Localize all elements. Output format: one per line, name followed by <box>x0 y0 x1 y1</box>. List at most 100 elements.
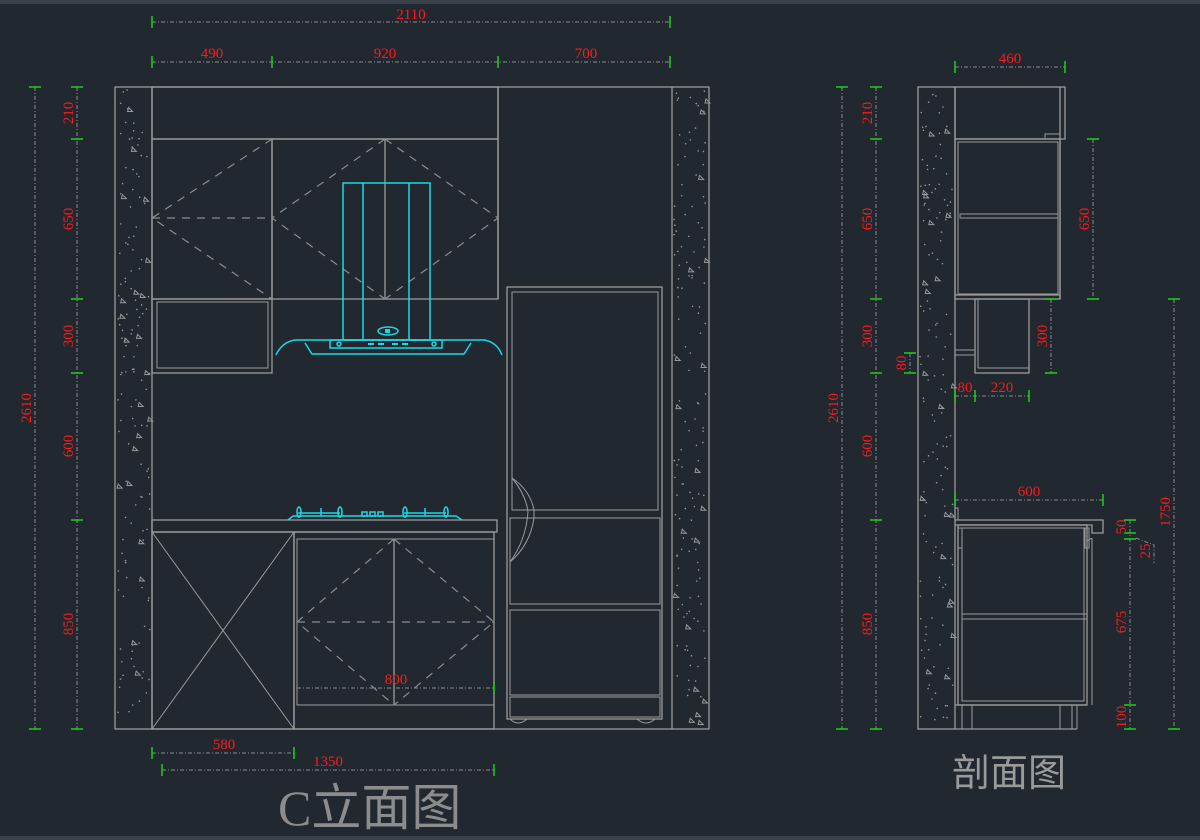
hatch-dot <box>925 633 927 636</box>
hatch-dot <box>703 282 706 284</box>
hatch-dot <box>935 95 937 97</box>
hatch-mark <box>943 673 951 680</box>
hatch-dot <box>703 630 705 632</box>
hatch-dot <box>120 419 122 422</box>
hatch-dot <box>130 522 132 524</box>
dim-label: 600 <box>61 435 77 458</box>
hatch-dot <box>148 678 150 681</box>
hatch-dot <box>677 318 680 320</box>
hatch-dot <box>134 504 137 506</box>
hatch-dot <box>137 324 139 327</box>
hatch-dot <box>928 183 931 186</box>
hatch-dot <box>922 397 925 400</box>
hatch-dot <box>680 548 683 551</box>
hatch-dot <box>142 529 144 532</box>
hatch-dot <box>123 355 125 358</box>
hatch-dot <box>121 337 123 339</box>
hatch-dot <box>919 715 922 718</box>
hatch-dot <box>125 371 127 373</box>
concrete-wall-right <box>671 87 712 729</box>
hatch-dot <box>931 252 934 254</box>
hatch-dot <box>122 538 124 541</box>
hatch-dot <box>936 443 939 445</box>
hatch-dot <box>677 567 680 569</box>
hatch-mark <box>687 266 695 273</box>
hatch-dot <box>697 665 699 668</box>
hatch-dot <box>684 345 687 348</box>
hatch-dot <box>924 184 927 187</box>
hatch-dot <box>140 258 143 261</box>
hatch-dot <box>924 639 926 642</box>
dim-label: 650 <box>860 208 876 231</box>
hatch-dot <box>119 678 122 680</box>
top-filler-panel <box>151 86 499 140</box>
hatch-mark <box>922 370 929 376</box>
hatch-dot <box>128 236 130 239</box>
hatch-dot <box>946 705 949 707</box>
hatch-dot <box>127 443 130 445</box>
wall-cabinet-door <box>151 138 273 300</box>
section-dim-upper-cabinet: 650 <box>1077 138 1099 300</box>
hatch-dot <box>680 245 683 248</box>
hatch-dot <box>923 460 925 463</box>
hatch-mark <box>145 257 152 263</box>
dim-label: 100 <box>1114 706 1130 729</box>
hatch-dot <box>927 687 929 690</box>
hatch-dot <box>933 666 935 668</box>
hatch-dot <box>674 476 676 479</box>
hatch-dot <box>145 388 148 391</box>
hatch-dot <box>132 249 134 251</box>
elevation-title: C立面图 <box>278 780 462 836</box>
hatch-mark <box>685 623 692 630</box>
hatch-dot <box>936 322 938 325</box>
hatch-dot <box>140 463 142 465</box>
hatch-dot <box>681 183 683 186</box>
hatch-dot <box>703 90 706 92</box>
hatch-dot <box>126 89 128 91</box>
hatch-dot <box>688 610 691 613</box>
hatch-dot <box>697 620 699 623</box>
hatch-dot <box>147 295 150 298</box>
hatch-dot <box>931 414 934 416</box>
dim-label: 300 <box>61 325 77 348</box>
hatch-dot <box>145 308 148 310</box>
hatch-mark <box>943 511 951 518</box>
hatch-dot <box>942 358 944 361</box>
hatch-dot <box>124 561 127 564</box>
hatch-dot <box>924 514 926 517</box>
hatch-dot <box>942 716 945 719</box>
dim-label: 2610 <box>19 393 35 423</box>
hatch-dot <box>146 155 148 158</box>
dim-label: 300 <box>1035 325 1051 348</box>
hatch-mark <box>699 108 707 115</box>
hatch-dot <box>698 542 701 545</box>
hatch-dot <box>940 474 942 477</box>
hatch-dot <box>148 597 150 599</box>
hatch-dot <box>949 333 952 336</box>
hatch-dot <box>691 277 693 279</box>
hatch-dot <box>946 204 949 207</box>
hatch-dot <box>931 594 934 596</box>
hatch-mark <box>126 480 134 486</box>
hatch-dot <box>928 329 930 331</box>
elevation-view: 2110 490 920 700 2610 210 <box>19 7 712 776</box>
hatch-dot <box>922 219 925 222</box>
hatch-dot <box>122 91 125 93</box>
section-dim-total-height: 1750 <box>1158 298 1180 730</box>
hatch-mark <box>949 512 956 518</box>
hatch-dot <box>944 391 947 393</box>
hatch-dot <box>923 243 926 246</box>
hatch-dot <box>681 287 683 289</box>
hatch-dot <box>119 648 122 650</box>
hatch-mark <box>948 598 956 604</box>
hatch-dot <box>703 246 705 248</box>
hatch-dot <box>701 227 703 229</box>
hatch-mark <box>680 528 688 534</box>
hatch-dot <box>941 488 944 491</box>
hatch-dot <box>938 580 941 582</box>
hatch-dot <box>940 231 943 233</box>
hatch-mark <box>950 632 958 639</box>
hatch-dot <box>944 583 947 586</box>
hatch-dot <box>927 355 929 357</box>
